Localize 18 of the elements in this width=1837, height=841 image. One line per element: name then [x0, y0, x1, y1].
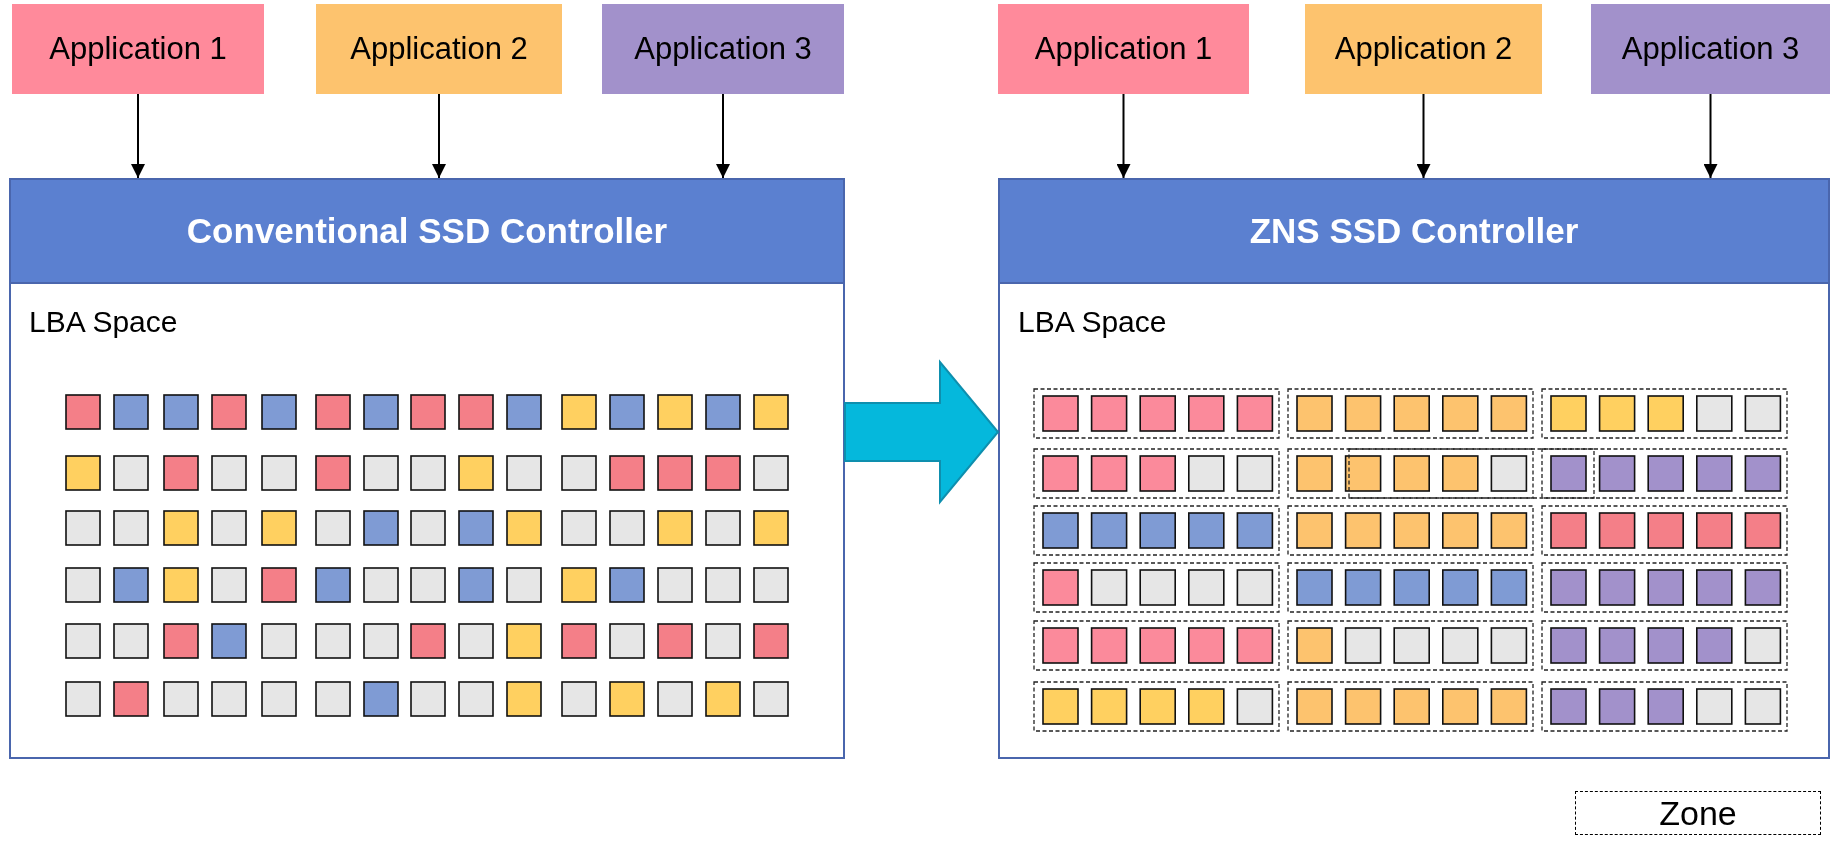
application-box: Application 1: [998, 4, 1249, 94]
controller-header: ZNS SSD Controller: [1000, 180, 1828, 284]
arrow: [1416, 93, 1431, 179]
arrow: [432, 93, 446, 179]
application-box: Application 2: [1305, 4, 1542, 94]
application-box: Application 2: [316, 4, 562, 94]
application-box: Application 3: [602, 4, 844, 94]
block-arrow: [844, 359, 1000, 505]
section-label: LBA Space: [29, 305, 178, 339]
arrow: [1116, 93, 1131, 179]
section-label: LBA Space: [1018, 305, 1167, 339]
arrow: [716, 93, 730, 179]
application-box: Application 3: [1591, 4, 1830, 94]
legend-item: Zone: [1575, 791, 1821, 835]
arrow: [131, 93, 145, 179]
application-box: Application 1: [12, 4, 264, 94]
arrow: [1703, 93, 1718, 179]
controller-header: Conventional SSD Controller: [11, 180, 843, 284]
